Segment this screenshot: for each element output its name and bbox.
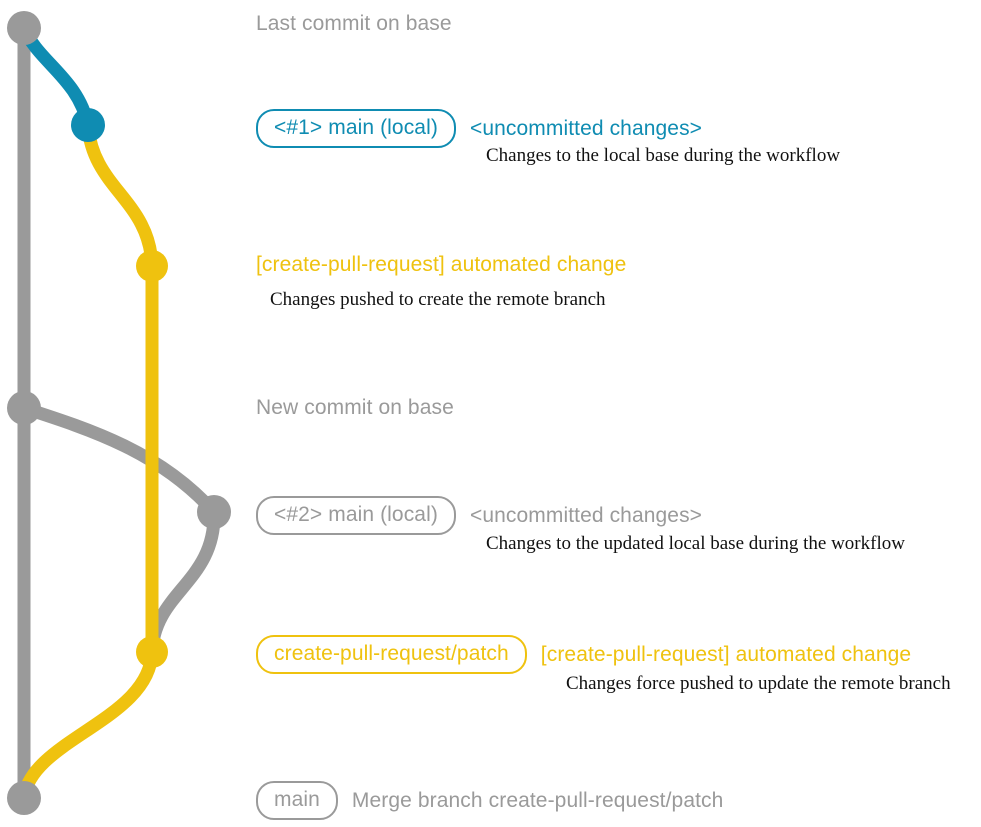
commit-note-patch-1: Changes pushed to create the remote bran… (270, 289, 606, 310)
commit-row-merge: main Merge branch create-pull-request/pa… (256, 781, 723, 820)
commit-row-local-1: <#1> main (local) <uncommitted changes> (256, 109, 702, 148)
commit-row-patch-1: [create-pull-request] automated change (256, 253, 626, 277)
commit-node-base-new[interactable] (7, 391, 41, 425)
edge-patch2-to-merge (17, 645, 159, 805)
commit-subject: [create-pull-request] automated change (256, 253, 627, 276)
commit-subject: New commit on base (256, 396, 454, 419)
commit-row-base-new: New commit on base (256, 396, 454, 420)
commit-node-patch-2[interactable] (136, 636, 168, 668)
commit-subject: [create-pull-request] automated change (540, 642, 912, 666)
commit-subject: <uncommitted changes> (469, 503, 703, 527)
edge-base-to-local2 (17, 401, 221, 519)
commit-subject: Last commit on base (256, 12, 452, 35)
ref-badge-main-local-1[interactable]: <#1> main (local) (256, 109, 456, 148)
commit-row-local-2: <#2> main (local) <uncommitted changes> (256, 496, 702, 535)
commit-node-merge[interactable] (7, 781, 41, 815)
commit-node-local-1[interactable] (71, 108, 105, 142)
commit-note-local-1: Changes to the local base during the wor… (486, 145, 841, 166)
commit-node-base-head[interactable] (7, 11, 41, 45)
commit-subject: Merge branch create-pull-request/patch (351, 788, 724, 812)
commit-node-local-2[interactable] (197, 495, 231, 529)
commit-subject: <uncommitted changes> (469, 116, 703, 140)
commit-row-patch-2: create-pull-request/patch [create-pull-r… (256, 635, 911, 674)
ref-badge-create-pull-request-patch[interactable]: create-pull-request/patch (256, 635, 527, 674)
commit-node-patch-1[interactable] (136, 250, 168, 282)
ref-badge-main[interactable]: main (256, 781, 338, 820)
edge-local1-to-patch1 (81, 118, 159, 273)
commit-note-patch-2: Changes force pushed to update the remot… (566, 673, 951, 694)
commit-note-local-2: Changes to the updated local base during… (486, 533, 905, 554)
ref-badge-main-local-2[interactable]: <#2> main (local) (256, 496, 456, 535)
commit-row-base-head: Last commit on base (256, 12, 452, 36)
